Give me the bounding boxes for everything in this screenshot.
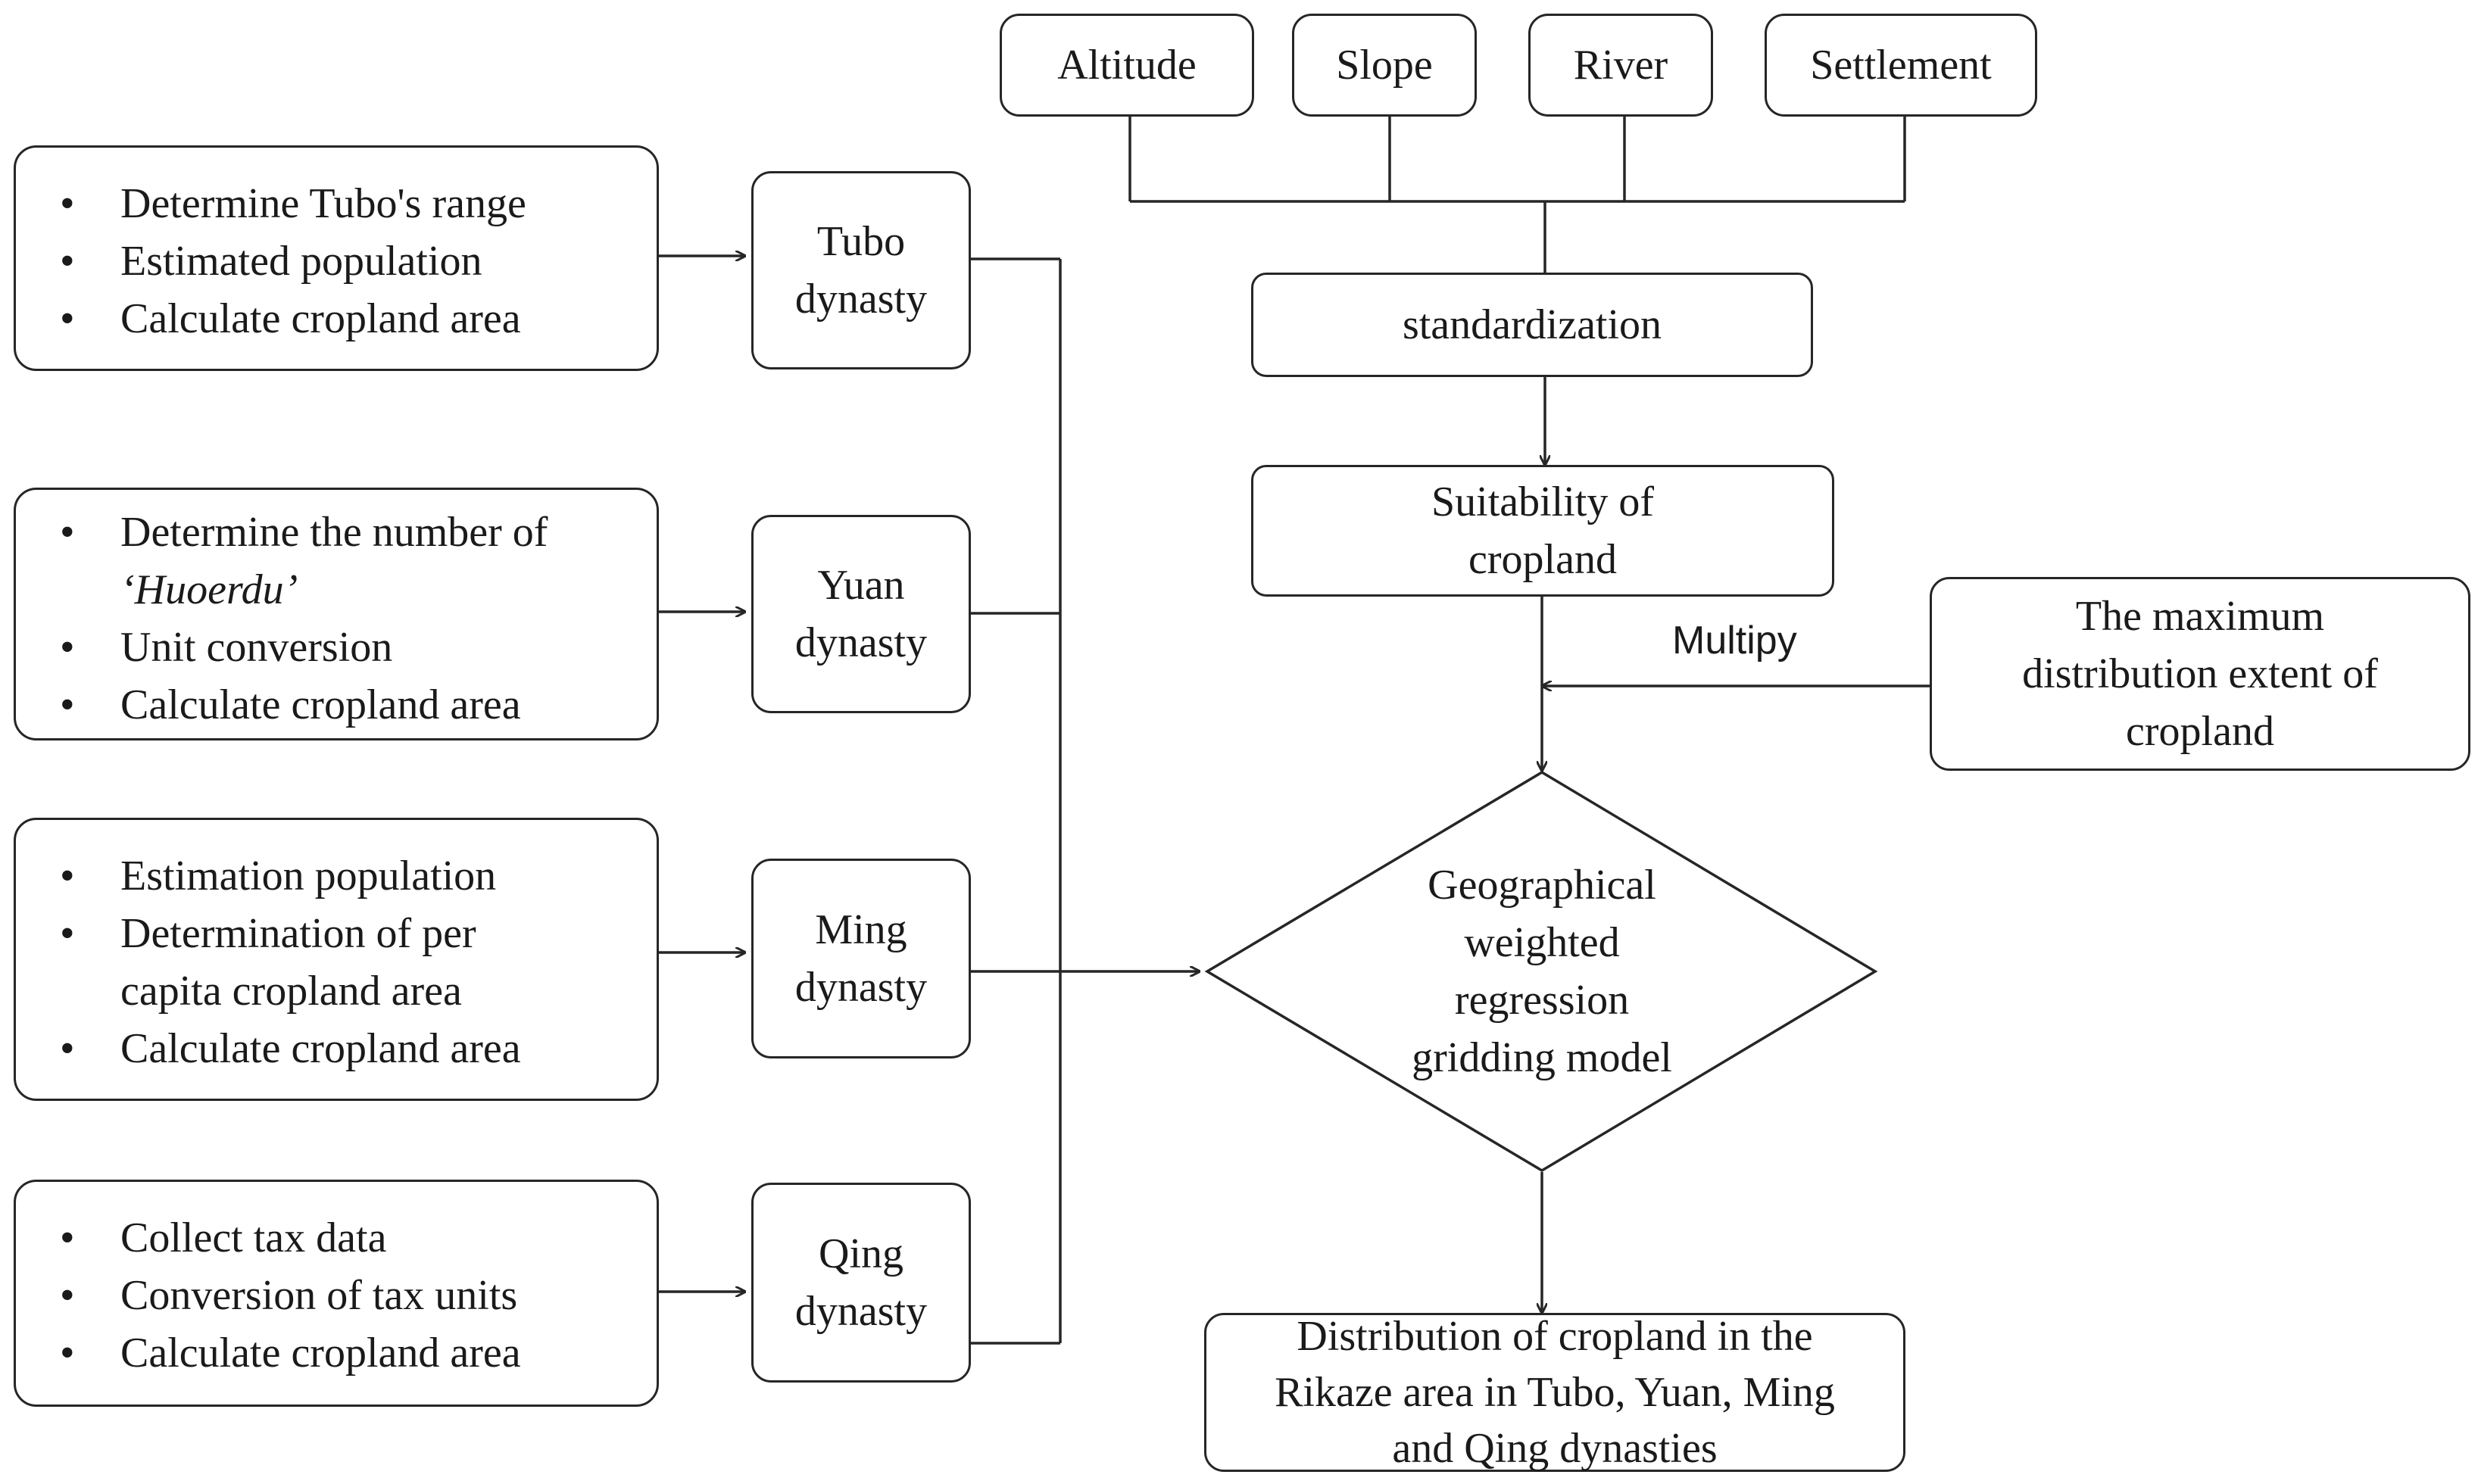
dynasty-ming-line-2: dynasty [794, 964, 928, 1011]
suitability-line-1: Suitability of [1431, 479, 1654, 525]
factor-slope-label: Slope [1336, 42, 1433, 89]
qing-step-2: Conversion of tax units [52, 1267, 641, 1324]
factor-altitude-label: Altitude [1057, 42, 1197, 89]
result-box: Distribution of cropland in the Rikaze a… [1204, 1313, 1905, 1472]
standardization-box: standardization [1251, 273, 1813, 377]
factor-settlement-label: Settlement [1810, 42, 1992, 89]
tubo-step-2: Estimated population [52, 232, 641, 290]
result-line-1: Distribution of cropland in the [1297, 1313, 1813, 1360]
yuan-step-1: Determine the number of ‘Huoerdu’ [52, 504, 641, 619]
ming-step-3: Calculate cropland area [52, 1020, 641, 1077]
yuan-step-3: Calculate cropland area [52, 676, 641, 734]
multiply-label: Multipy [1672, 619, 1797, 662]
dynasty-yuan: Yuan dynasty [751, 515, 971, 713]
factor-settlement: Settlement [1765, 14, 2037, 117]
result-line-3: and Qing dynasties [1392, 1425, 1718, 1472]
suitability-box: Suitability of cropland [1251, 465, 1834, 597]
dynasty-ming: Ming dynasty [751, 859, 971, 1058]
tubo-steps-list: Determine Tubo's range Estimated populat… [52, 175, 641, 348]
factor-river-label: River [1573, 42, 1668, 89]
model-line-3: regression [1454, 977, 1630, 1024]
dynasty-tubo-line-1: Tubo [816, 218, 906, 265]
qing-step-1: Collect tax data [52, 1209, 641, 1267]
max-extent-line-2: distribution extent of [2022, 650, 2378, 697]
dynasty-qing: Qing dynasty [751, 1183, 971, 1383]
dynasty-ming-line-1: Ming [815, 906, 907, 953]
result-line-2: Rikaze area in Tubo, Yuan, Ming [1275, 1369, 1835, 1416]
ming-steps-box: Estimation population Determination of p… [14, 818, 659, 1101]
model-line-4: gridding model [1412, 1034, 1672, 1081]
max-extent-line-3: cropland [2126, 708, 2274, 755]
tubo-steps-box: Determine Tubo's range Estimated populat… [14, 145, 659, 371]
suitability-line-2: cropland [1468, 536, 1617, 583]
yuan-step-1-text: Determine the number of [120, 509, 548, 556]
factor-altitude: Altitude [1000, 14, 1254, 117]
qing-steps-box: Collect tax data Conversion of tax units… [14, 1180, 659, 1407]
yuan-step-2: Unit conversion [52, 619, 641, 676]
model-diamond-shape [1204, 770, 1878, 1173]
factor-slope: Slope [1292, 14, 1477, 117]
tubo-step-1: Determine Tubo's range [52, 175, 641, 232]
max-extent-line-1: The maximum [2075, 593, 2325, 640]
max-extent-box: The maximum distribution extent of cropl… [1930, 577, 2470, 771]
ming-steps-list: Estimation population Determination of p… [52, 847, 641, 1077]
standardization-label: standardization [1402, 301, 1662, 348]
tubo-step-3: Calculate cropland area [52, 290, 641, 348]
dynasty-qing-line-2: dynasty [794, 1288, 928, 1335]
qing-step-3: Calculate cropland area [52, 1324, 641, 1382]
yuan-steps-box: Determine the number of ‘Huoerdu’ Unit c… [14, 488, 659, 740]
factor-river: River [1528, 14, 1713, 117]
yuan-steps-list: Determine the number of ‘Huoerdu’ Unit c… [52, 504, 641, 734]
ming-step-2-text: Determination of per [120, 910, 476, 957]
qing-steps-list: Collect tax data Conversion of tax units… [52, 1209, 641, 1382]
ming-step-2: Determination of per capita cropland are… [52, 905, 641, 1020]
model-line-1: Geographical [1428, 862, 1656, 909]
dynasty-yuan-line-2: dynasty [794, 619, 928, 666]
ming-step-2-cont: capita cropland area [120, 968, 462, 1015]
dynasty-yuan-line-1: Yuan [817, 562, 905, 609]
model-line-2: weighted [1464, 919, 1620, 966]
model-label: Geographical weighted regression griddin… [1356, 854, 1728, 1089]
dynasty-tubo: Tubo dynasty [751, 171, 971, 369]
dynasty-qing-line-1: Qing [819, 1230, 903, 1277]
yuan-step-1-cont: ‘Huoerdu’ [120, 566, 298, 613]
ming-step-1: Estimation population [52, 847, 641, 905]
dynasty-tubo-line-2: dynasty [794, 276, 928, 323]
